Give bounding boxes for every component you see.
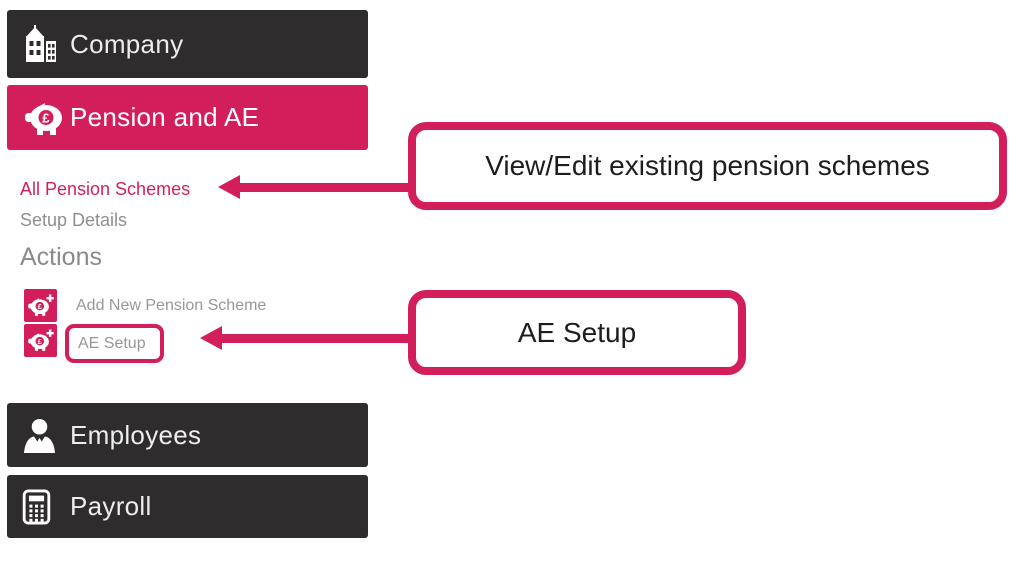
svg-text:£: £ xyxy=(37,302,41,311)
callout-arrow-ae-setup-head xyxy=(200,326,222,350)
ae-setup-icon: £ xyxy=(24,324,57,357)
nav-button-label: Company xyxy=(70,28,184,59)
piggy-bank-icon: £ xyxy=(22,99,66,136)
action-label: Add New Pension Scheme xyxy=(76,297,267,314)
action-ae-setup[interactable]: £ AE Setup xyxy=(24,324,164,363)
callout-ae-setup: AE Setup xyxy=(408,290,746,375)
svg-text:£: £ xyxy=(37,337,41,346)
person-icon xyxy=(22,417,66,454)
nav-button-payroll[interactable]: Payroll xyxy=(7,475,368,538)
action-label: AE Setup xyxy=(78,335,146,352)
callout-arrow-view-edit-head xyxy=(218,175,240,199)
nav-button-company[interactable]: Company xyxy=(7,10,368,78)
callout-arrow-view-edit-line xyxy=(239,183,411,192)
callout-text: View/Edit existing pension schemes xyxy=(485,150,930,181)
add-pension-scheme-icon: £ xyxy=(24,289,57,322)
nav-button-pension-and-ae[interactable]: £ Pension and AE xyxy=(7,85,368,150)
calculator-icon xyxy=(22,488,66,525)
ae-setup-highlight-box: AE Setup xyxy=(65,324,164,363)
callout-text: AE Setup xyxy=(517,316,637,348)
callout-view-edit-pension-schemes: View/Edit existing pension schemes xyxy=(408,122,1007,210)
nav-button-label: Employees xyxy=(70,419,202,450)
actions-heading: Actions xyxy=(20,243,102,271)
nav-button-employees[interactable]: Employees xyxy=(7,403,368,467)
nav-button-label: Pension and AE xyxy=(70,102,260,132)
nav-button-label: Payroll xyxy=(70,491,152,521)
action-add-new-pension-scheme[interactable]: £ Add New Pension Scheme xyxy=(24,289,266,322)
link-setup-details[interactable]: Setup Details xyxy=(20,210,128,230)
building-icon xyxy=(22,25,66,63)
callout-arrow-ae-setup-line xyxy=(221,334,411,343)
link-all-pension-schemes[interactable]: All Pension Schemes xyxy=(20,179,191,199)
svg-text:£: £ xyxy=(42,111,50,126)
